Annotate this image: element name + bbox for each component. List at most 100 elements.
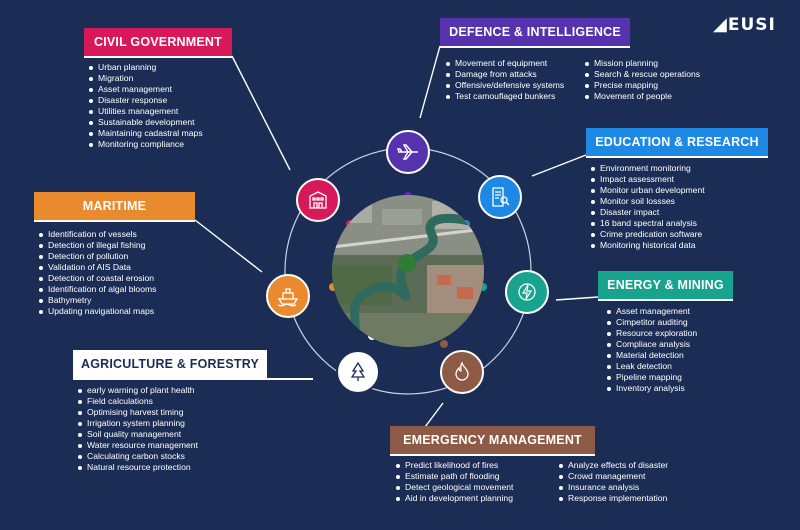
list-item: Pipeline mapping <box>606 372 697 383</box>
list-item: Natural resource protection <box>77 462 198 473</box>
list-item: Detection of coastal erosion <box>38 273 156 284</box>
emergency-list-left: Predict likelihood of fires Estimate pat… <box>395 460 513 504</box>
list-item: Optimising harvest timing <box>77 407 198 418</box>
dot-emergency <box>440 340 448 348</box>
list-item: 16 band spectral analysis <box>590 218 705 229</box>
list-item: Migration <box>88 73 203 84</box>
list-item: Disaster response <box>88 95 203 106</box>
satellite-image <box>332 195 484 347</box>
education-header: EDUCATION & RESEARCH <box>586 128 768 156</box>
list-item: Field calculations <box>77 396 198 407</box>
list-item: Damage from attacks <box>445 69 564 80</box>
leader-defence <box>419 45 441 119</box>
list-item: Maintaining cadastral maps <box>88 128 203 139</box>
agriculture-list: early warning of plant health Field calc… <box>77 385 198 473</box>
ship-icon <box>277 288 299 307</box>
list-item: Detection of illegal fishing <box>38 240 156 251</box>
list-item: Response implementation <box>558 493 668 504</box>
list-item: Irrigation system planning <box>77 418 198 429</box>
list-item: Identification of algal blooms <box>38 284 156 295</box>
leader-energy <box>555 296 599 301</box>
education-list: Environment monitoring Impact assessment… <box>590 163 705 251</box>
leader-education <box>531 154 587 177</box>
list-item: Asset management <box>88 84 203 95</box>
list-item: Analyze effects of disaster <box>558 460 668 471</box>
maritime-underline <box>34 220 195 222</box>
node-education <box>478 175 522 219</box>
list-item: Aid in development planning <box>395 493 513 504</box>
list-item: Offensive/defensive systems <box>445 80 564 91</box>
energy-header: ENERGY & MINING <box>598 271 733 299</box>
list-item: Bathymetry <box>38 295 156 306</box>
list-item: Insurance analysis <box>558 482 668 493</box>
list-item: Leak detection <box>606 361 697 372</box>
list-item: Water resource management <box>77 440 198 451</box>
list-item: early warning of plant health <box>77 385 198 396</box>
list-item: Soil quality management <box>77 429 198 440</box>
list-item: Monitor soil lossses <box>590 196 705 207</box>
list-item: Utilities management <box>88 106 203 117</box>
list-item: Environment monitoring <box>590 163 705 174</box>
agriculture-header: AGRICULTURE & FORESTRY <box>73 350 267 378</box>
list-item: Monitoring historical data <box>590 240 705 251</box>
list-item: Movement of people <box>584 91 700 102</box>
list-item: Predict likelihood of fires <box>395 460 513 471</box>
list-item: Estimate path of flooding <box>395 471 513 482</box>
list-item: Calculating carbon stocks <box>77 451 198 462</box>
defence-header: DEFENCE & INTELLIGENCE <box>440 18 630 46</box>
list-item: Disaster impact <box>590 207 705 218</box>
list-item: Inventory analysis <box>606 383 697 394</box>
list-item: Crime predication software <box>590 229 705 240</box>
education-underline <box>586 156 768 158</box>
list-item: Test camouflaged bunkers <box>445 91 564 102</box>
list-item: Material detection <box>606 350 697 361</box>
list-item: Monitoring compliance <box>88 139 203 150</box>
list-item: Resource exploration <box>606 328 697 339</box>
airplane-icon <box>397 144 418 160</box>
eusi-logo: ◢EUSI <box>713 14 776 35</box>
list-item: Search & rescue operations <box>584 69 700 80</box>
list-item: Urban planning <box>88 62 203 73</box>
list-item: Asset management <box>606 306 697 317</box>
leader-maritime <box>194 219 263 273</box>
document-search-icon <box>492 187 510 207</box>
list-item: Monitor urban development <box>590 185 705 196</box>
defence-underline <box>440 46 630 48</box>
list-item: Compliace analysis <box>606 339 697 350</box>
list-item: Detect geological movement <box>395 482 513 493</box>
list-item: Precise mapping <box>584 80 700 91</box>
leader-civil <box>231 55 291 171</box>
defence-list-right: Mission planning Search & rescue operati… <box>584 58 700 102</box>
list-item: Mission planning <box>584 58 700 69</box>
node-energy <box>505 270 549 314</box>
civil-underline <box>84 56 232 58</box>
civil-list: Urban planning Migration Asset managemen… <box>88 62 203 150</box>
building-icon <box>309 191 327 209</box>
energy-list: Asset management Cimpetitor auditing Res… <box>606 306 697 394</box>
list-item: Crowd management <box>558 471 668 482</box>
list-item: Sustainable development <box>88 117 203 128</box>
energy-icon <box>518 283 536 301</box>
energy-underline <box>598 299 733 301</box>
node-emergency <box>440 350 484 394</box>
list-item: Identification of vessels <box>38 229 156 240</box>
node-agriculture <box>336 350 380 394</box>
emergency-underline <box>390 454 595 456</box>
civil-header: CIVIL GOVERNMENT <box>84 28 232 56</box>
node-civil <box>296 178 340 222</box>
defence-list-left: Movement of equipment Damage from attack… <box>445 58 564 102</box>
fire-icon <box>455 361 469 381</box>
list-item: Cimpetitor auditing <box>606 317 697 328</box>
list-item: Impact assessment <box>590 174 705 185</box>
emergency-header: EMERGENCY MANAGEMENT <box>390 426 595 454</box>
list-item: Updating navigational maps <box>38 306 156 317</box>
node-defence <box>386 130 430 174</box>
leader-emergency <box>424 402 444 428</box>
list-item: Validation of AIS Data <box>38 262 156 273</box>
node-maritime <box>266 274 310 318</box>
tree-icon <box>350 361 366 381</box>
maritime-list: Identification of vessels Detection of i… <box>38 229 156 317</box>
list-item: Detection of pollution <box>38 251 156 262</box>
list-item: Movement of equipment <box>445 58 564 69</box>
agriculture-underline <box>73 378 313 380</box>
